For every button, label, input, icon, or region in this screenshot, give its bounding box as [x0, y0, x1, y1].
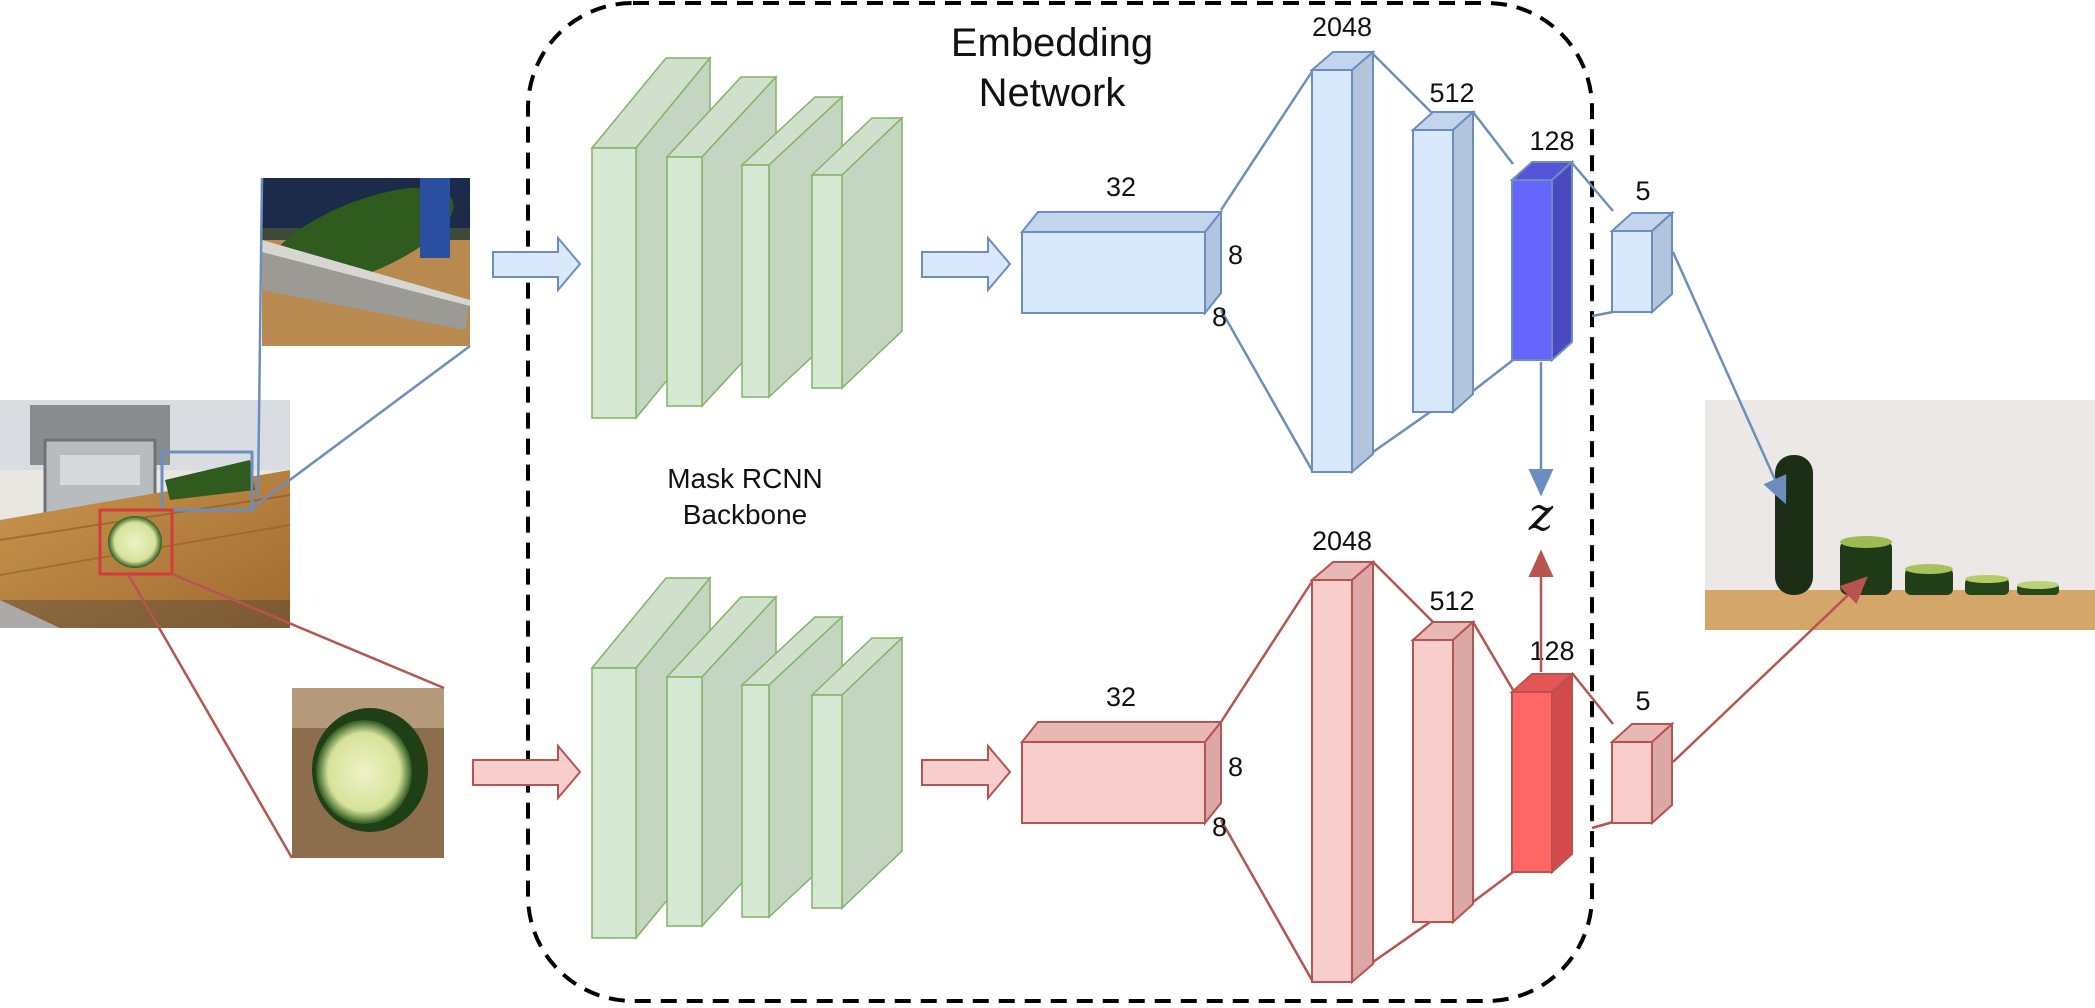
bottom-fc32-dim-a: 8 [1228, 752, 1243, 782]
knife-crop-photo [262, 178, 470, 346]
top-fc32-layer [1019, 209, 1224, 316]
top-connectors [1219, 53, 1614, 473]
bottom-fc2048-layer [1309, 559, 1376, 985]
backbone-label-line2: Backbone [683, 499, 808, 530]
embedding-network-title-line2: Network [979, 71, 1127, 115]
top-output-arrow [1671, 251, 1787, 505]
top-fc2048-label: 2048 [1312, 12, 1372, 42]
embedding-network-boundary [526, 1, 1594, 1003]
bottom-backbone-output-arrow [921, 743, 1012, 801]
top-input-arrow [492, 235, 582, 293]
bottom-fc2048-label: 2048 [1312, 526, 1372, 556]
top-fc128-label: 128 [1529, 126, 1574, 156]
result-photo [1705, 400, 2095, 630]
bottom-backbone-slabs [590, 575, 904, 941]
top-fc5-label: 5 [1635, 176, 1650, 206]
top-fc2048-layer [1309, 49, 1376, 475]
bottom-fc32-label: 32 [1106, 682, 1136, 712]
bottom-fc5-layer [1609, 721, 1675, 826]
cucumber-slice-crop-photo [292, 688, 444, 858]
top-fc512-label: 512 [1429, 78, 1474, 108]
bottom-fc128-label: 128 [1529, 636, 1574, 666]
latent-z-label: z [1528, 487, 1554, 541]
top-fc512-layer [1410, 109, 1476, 415]
top-backbone-slabs [590, 55, 904, 421]
bottom-output-arrow [1672, 576, 1868, 763]
top-fc32-dim-b: 8 [1212, 302, 1227, 332]
top-backbone-output-arrow [921, 235, 1012, 293]
scene-photo [0, 400, 291, 628]
embedding-network-title-line1: Embedding [951, 21, 1153, 65]
bottom-fc32-layer [1019, 719, 1224, 826]
bottom-connectors [1219, 561, 1614, 983]
top-branch: 32 8 8 2048 512 128 5 [492, 12, 1787, 505]
bottom-fc128-layer [1509, 671, 1575, 875]
bottom-input-arrow [472, 743, 582, 801]
backbone-label-line1: Mask RCNN [667, 463, 823, 494]
bottom-fc512-layer [1410, 619, 1476, 925]
top-fc32-label: 32 [1106, 172, 1136, 202]
bottom-branch: 32 8 8 2048 512 128 5 [472, 526, 1868, 985]
bottom-fc5-label: 5 [1635, 686, 1650, 716]
top-fc5-layer [1609, 210, 1675, 315]
top-fc32-dim-a: 8 [1228, 240, 1243, 270]
bottom-fc32-dim-b: 8 [1212, 812, 1227, 842]
top-fc128-layer [1509, 159, 1575, 363]
bottom-fc512-label: 512 [1429, 586, 1474, 616]
